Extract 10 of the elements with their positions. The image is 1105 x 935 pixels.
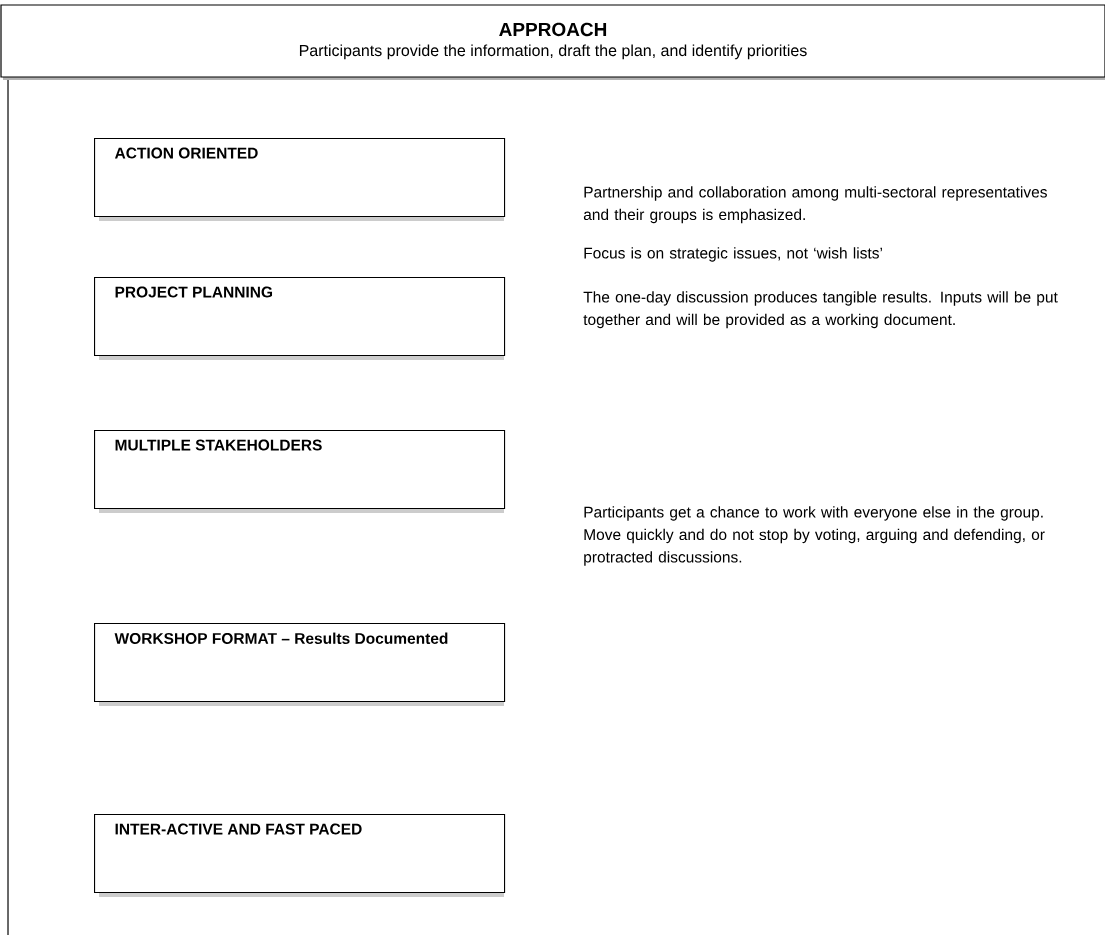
category-box: ACTION ORIENTED: [94, 138, 506, 221]
description-text: Partnership and collaboration among multi-sectoral representatives and their groups is emphasized.: [583, 186, 1047, 224]
description-text: Focus is on strategic issues, not ‘wish lists’: [584, 247, 882, 262]
category-box: PROJECT PLANNING: [94, 277, 506, 360]
header-banner: APPROACH Participants provide the information, draft the plan, and identify priorities: [0, 4, 1105, 80]
category-box: WORKSHOP FORMAT – Results Documented: [94, 623, 506, 706]
description-text: Participants get a chance to work with everyone else in the group. Move quickly and do not stop by voting, arguing and defending, or protracted discussions.: [584, 506, 1045, 566]
category-box: INTER-ACTIVE AND FAST PACED: [94, 814, 506, 897]
category-box: MULTIPLE STAKEHOLDERS: [94, 430, 506, 513]
description-text: The one-day discussion produces tangible results. Inputs will be put together and will be provided as a working document.: [583, 291, 1058, 329]
